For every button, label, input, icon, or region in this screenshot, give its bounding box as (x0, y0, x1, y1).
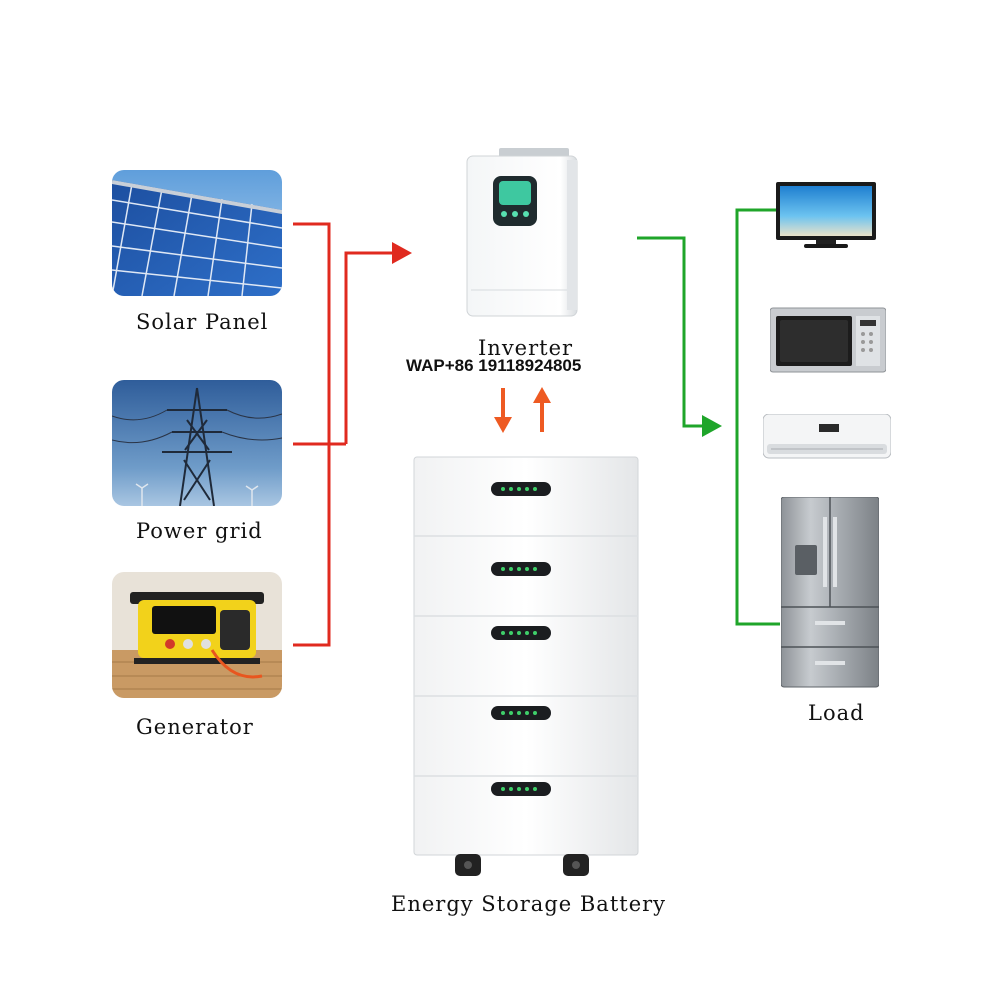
refrigerator-icon (781, 497, 879, 689)
generator-label: Generator (136, 715, 254, 739)
load-label: Load (808, 701, 865, 725)
battery-down-arrowhead (494, 417, 512, 433)
solar-to-inverter-line (293, 222, 331, 647)
battery-label: Energy Storage Battery (391, 892, 667, 916)
load-bus-line (735, 208, 780, 626)
generator-icon (112, 572, 282, 698)
inverter-arrowhead (392, 242, 412, 264)
contact-number: WAP+86 19118924805 (406, 356, 582, 375)
load-arrowhead (702, 415, 722, 437)
power-tower-icon (112, 380, 282, 506)
tv-icon (776, 182, 876, 250)
battery-stack-icon (413, 456, 639, 878)
power-grid-label: Power grid (136, 519, 263, 543)
battery-up-arrowhead (533, 387, 551, 403)
inverter-label: Inverter (478, 336, 574, 360)
solar-panel-label: Solar Panel (136, 310, 269, 334)
inverter-to-load-line (637, 236, 705, 428)
solar-panel-icon (112, 170, 282, 296)
bus-to-inverter-line (344, 251, 395, 444)
microwave-icon (770, 306, 886, 374)
air-conditioner-icon (763, 414, 891, 460)
inverter-icon (463, 148, 585, 320)
